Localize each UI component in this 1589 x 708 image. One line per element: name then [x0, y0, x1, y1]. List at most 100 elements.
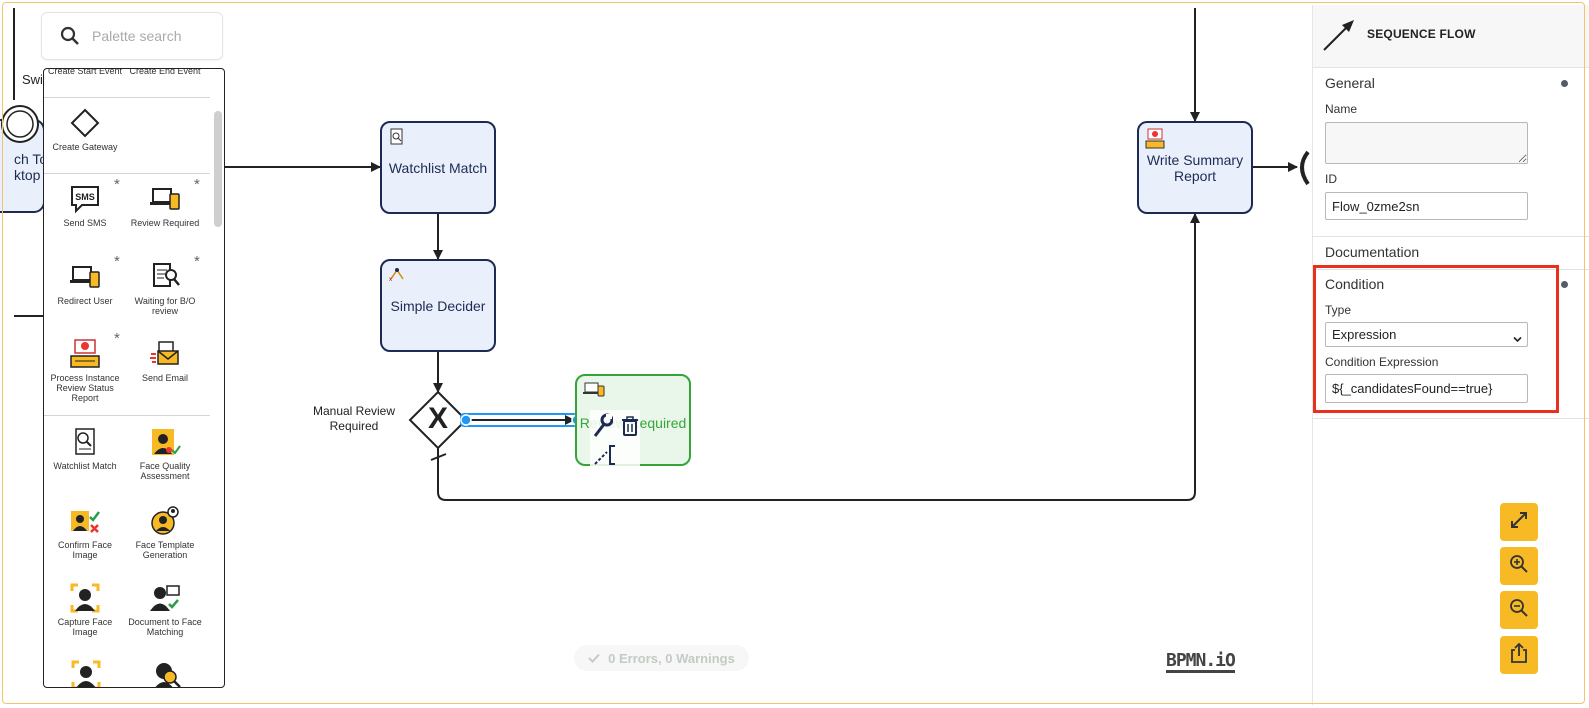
task-simple-decider[interactable]: x Simple Decider [380, 259, 496, 352]
lint-status[interactable]: 0 Errors, 0 Warnings [574, 645, 749, 671]
properties-header: SEQUENCE FLOW [1313, 5, 1589, 68]
check-icon [588, 651, 600, 666]
selected-sequence-flow[interactable] [460, 413, 583, 427]
confirm-face-icon [71, 511, 100, 533]
palette-item-label: Waiting for B/O review [134, 296, 196, 316]
partial-label: ch To [14, 151, 48, 167]
zoom-in-button[interactable] [1500, 547, 1538, 585]
flow-gateway-summary[interactable] [437, 213, 1200, 501]
diagram-canvas[interactable] [0, 0, 1312, 708]
palette-search-box[interactable] [41, 12, 223, 60]
palette-create-start-event[interactable]: Create Start Event [46, 68, 124, 76]
palette-face-quality[interactable]: Face Quality Assessment [126, 426, 204, 481]
properties-header-title: SEQUENCE FLOW [1367, 27, 1476, 41]
gateway-icon [70, 108, 100, 138]
sequence-flow-icon [1321, 17, 1357, 58]
zoom-out-button[interactable] [1500, 591, 1538, 629]
palette-create-gateway[interactable]: Create Gateway [46, 107, 124, 152]
zoom-in-icon [1509, 554, 1529, 579]
palette-item-label: Send Email [141, 373, 189, 383]
condition-expression-label: Condition Expression [1325, 355, 1439, 369]
palette-send-email[interactable]: Send Email [126, 338, 204, 383]
palette-item-label: Document to Face Matching [128, 617, 202, 637]
group-data-indicator [1561, 281, 1568, 288]
palette: Create Start Event Create End Event Crea… [43, 68, 225, 688]
custom-marker: * [114, 253, 120, 270]
default-flow-marker [430, 453, 447, 461]
fit-viewport-button[interactable] [1500, 503, 1538, 541]
decider-icon: x [388, 266, 406, 285]
palette-item-label: Redirect User [57, 296, 113, 306]
partial-left-task[interactable] [0, 105, 45, 213]
custom-marker: * [114, 330, 120, 347]
section-divider [1313, 418, 1589, 419]
palette-item-label: Capture Face Image [57, 617, 113, 637]
task-write-summary-report[interactable]: Write Summary Report [1137, 121, 1253, 214]
palette-document-face-matching[interactable]: Document to Face Matching [126, 582, 204, 637]
bpmn-io-logo[interactable]: BPMN.iO [1166, 650, 1236, 673]
name-textarea[interactable] [1325, 122, 1528, 164]
palette-item-label: Watchlist Match [53, 461, 117, 471]
palette-confirm-face[interactable]: Confirm Face Image [46, 505, 124, 560]
section-divider [1313, 236, 1589, 237]
palette-face-template[interactable]: Face Template Generation [126, 505, 204, 560]
laptop-phone-icon [583, 381, 605, 400]
palette-redirect-user[interactable]: Redirect User [46, 261, 124, 306]
type-select[interactable]: Expression [1325, 322, 1528, 347]
svg-text:SMS: SMS [75, 192, 95, 202]
palette-capture-face[interactable]: Capture Face Image [46, 582, 124, 637]
laptop-phone-icon [150, 188, 180, 210]
context-pad [590, 410, 640, 466]
face-scan-report-icon [70, 339, 100, 368]
gateway-label: Manual Review Required [312, 404, 396, 433]
palette-review-required[interactable]: Review Required [126, 183, 204, 228]
palette-item-label: Face Quality Assessment [139, 461, 191, 481]
send-email-icon [150, 341, 179, 365]
lint-status-text: 0 Errors, 0 Warnings [608, 650, 735, 666]
share-icon [1509, 642, 1529, 669]
partial-label: ktop [14, 167, 41, 183]
connect-icon[interactable] [593, 442, 617, 471]
palette-watchlist-match[interactable]: Watchlist Match [46, 426, 124, 471]
palette-item-label: Face Template Generation [135, 540, 195, 560]
svg-text:x: x [389, 277, 392, 282]
zoom-out-icon [1509, 598, 1529, 623]
palette-process-instance-report[interactable]: Process Instance Review Status Report [46, 338, 124, 403]
palette-send-sms[interactable]: SMS Send SMS [46, 183, 124, 228]
id-input[interactable] [1325, 192, 1528, 220]
palette-separator [44, 97, 210, 98]
export-button[interactable] [1500, 636, 1538, 674]
end-event-partial[interactable] [1300, 150, 1310, 186]
palette-item-label: Create Start Event [47, 68, 123, 76]
face-scan-report-icon [1145, 128, 1165, 153]
capture-face-icon [70, 583, 100, 613]
palette-waiting-bo-review[interactable]: Waiting for B/O review [126, 261, 204, 316]
group-general-title[interactable]: General [1325, 75, 1375, 91]
palette-separator [44, 415, 210, 416]
task-label: Write Summary Report [1146, 151, 1244, 184]
expand-icon [1509, 510, 1529, 535]
group-data-indicator [1561, 80, 1568, 87]
task-watchlist-match[interactable]: Watchlist Match [380, 121, 496, 214]
palette-item-label: Confirm Face Image [57, 540, 112, 560]
palette-scrollbar[interactable] [214, 111, 222, 227]
section-divider [1313, 269, 1589, 270]
exclusive-gateway[interactable] [408, 390, 468, 450]
face-template-icon [151, 506, 179, 535]
watchlist-document-icon [75, 428, 95, 455]
group-documentation-title[interactable]: Documentation [1325, 244, 1420, 260]
document-face-icon [150, 585, 180, 611]
palette-item-label: Create End Event [129, 68, 201, 76]
palette-search-input[interactable] [90, 27, 214, 45]
trash-icon[interactable] [621, 416, 639, 441]
watchlist-document-icon [388, 128, 406, 149]
search-icon [60, 26, 80, 46]
task-label: Watchlist Match [388, 159, 488, 176]
palette-create-end-event[interactable]: Create End Event [126, 68, 204, 76]
condition-expression-input[interactable] [1325, 374, 1528, 403]
laptop-phone-icon [70, 266, 100, 288]
palette-item-label: Process Instance Review Status Report [50, 373, 120, 403]
wrench-icon[interactable] [591, 412, 614, 443]
gateway-x-marker: X [427, 402, 448, 435]
group-condition-title[interactable]: Condition [1325, 276, 1385, 292]
